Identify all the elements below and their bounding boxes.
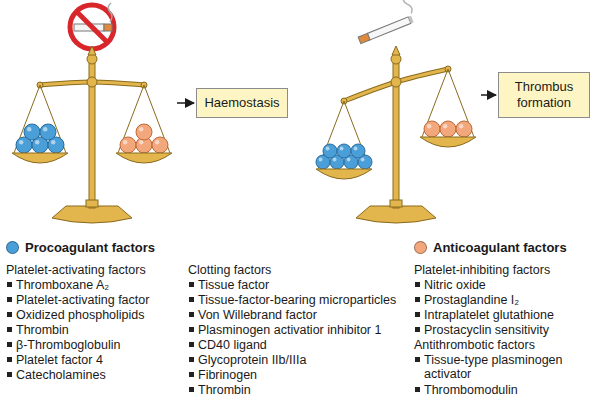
factor-item: Tissue-factor-bearing microparticles: [198, 293, 396, 307]
box-label: Haemostasis: [202, 95, 282, 111]
factor-item: Plasminogen activatior inhibitor 1: [198, 323, 381, 337]
balance-scale: [316, 46, 476, 223]
factor-item: Thromboxane A₂: [16, 278, 109, 292]
balance-scale: [12, 46, 172, 223]
legend-entry: Procoagulant factors: [6, 240, 155, 255]
outcome-box: Haemostasis: [196, 88, 288, 118]
factor-group-heading: Clotting factors: [188, 263, 271, 277]
outcome-arrow: [481, 94, 496, 96]
factor-group-heading: Antithrombotic factors: [414, 338, 535, 352]
factor-item: Nitric oxide: [424, 278, 486, 292]
factor-group-heading: Platelet-activating factors: [6, 263, 146, 277]
box-label: Thrombus formation: [504, 79, 584, 111]
legend-label: Procoagulant factors: [25, 240, 155, 255]
no-smoking-sign: [70, 3, 114, 49]
legend-entry: Anticoagulant factors: [414, 240, 567, 255]
outcome-box: Thrombus formation: [498, 72, 590, 118]
factor-item: Prostaglandine I₂: [424, 293, 519, 307]
factor-item: CD40 ligand: [198, 338, 267, 352]
legend-label: Anticoagulant factors: [433, 240, 567, 255]
factor-item: Prostacyclin sensitivity: [424, 323, 549, 337]
factor-item: Tissue-type plasminogen activator: [424, 353, 589, 381]
factor-group-heading: Platelet-inhibiting factors: [414, 263, 550, 277]
factor-item: Platelet-activating factor: [16, 293, 149, 307]
outcome-arrow: [177, 102, 194, 104]
factor-item: Von Willebrand factor: [198, 308, 317, 322]
factor-item: Intraplatelet glutathione: [424, 308, 554, 322]
factor-item: Thrombin: [198, 383, 251, 397]
factor-item: Thrombomodulin: [424, 383, 518, 397]
factor-item: Glycoprotein IIb/IIIa: [198, 353, 306, 367]
legend-swatch: [6, 241, 19, 254]
factor-item: Tissue factor: [198, 278, 269, 292]
factor-item: Oxidized phospholipids: [16, 308, 145, 322]
factor-item: β-Thromboglobulin: [16, 338, 120, 352]
factor-item: Fibrinogen: [198, 368, 257, 382]
cigarette-icon: [350, 0, 417, 44]
legend-swatch: [414, 241, 427, 254]
factor-item: Thrombin: [16, 323, 69, 337]
factor-item: Catecholamines: [16, 368, 106, 382]
factor-item: Platelet factor 4: [16, 353, 103, 367]
